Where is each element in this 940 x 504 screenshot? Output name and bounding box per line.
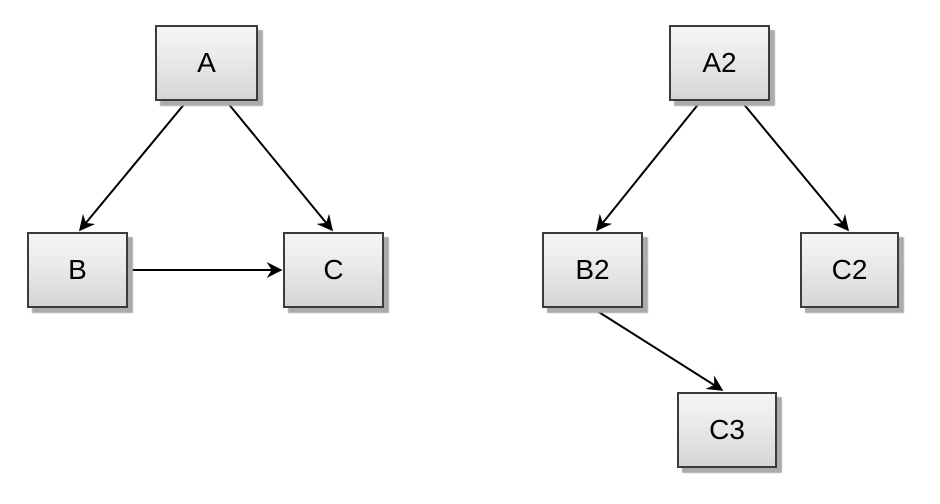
edge-A-C[interactable] [226, 101, 334, 232]
node-label-A2: A2 [702, 47, 737, 78]
node-label-A: A [197, 47, 216, 78]
node-A[interactable]: A [155, 25, 258, 101]
edge-B2-C3[interactable] [593, 308, 724, 391]
node-B[interactable]: B [27, 232, 128, 308]
node-label-B2: B2 [575, 254, 610, 285]
edge-A2-B2[interactable] [595, 101, 701, 232]
node-B2[interactable]: B2 [542, 232, 643, 308]
node-label-C2: C2 [831, 254, 868, 285]
edge-A-B[interactable] [78, 101, 187, 232]
node-label-C3: C3 [709, 414, 745, 445]
node-C3[interactable]: C3 [677, 392, 777, 468]
edge-A2-C2[interactable] [741, 101, 850, 232]
node-C[interactable]: C [283, 232, 384, 308]
node-C2[interactable]: C2 [800, 232, 899, 308]
edges-group [78, 101, 850, 391]
node-label-C: C [323, 254, 344, 285]
node-A2[interactable]: A2 [669, 25, 770, 101]
node-label-B: B [68, 254, 87, 285]
